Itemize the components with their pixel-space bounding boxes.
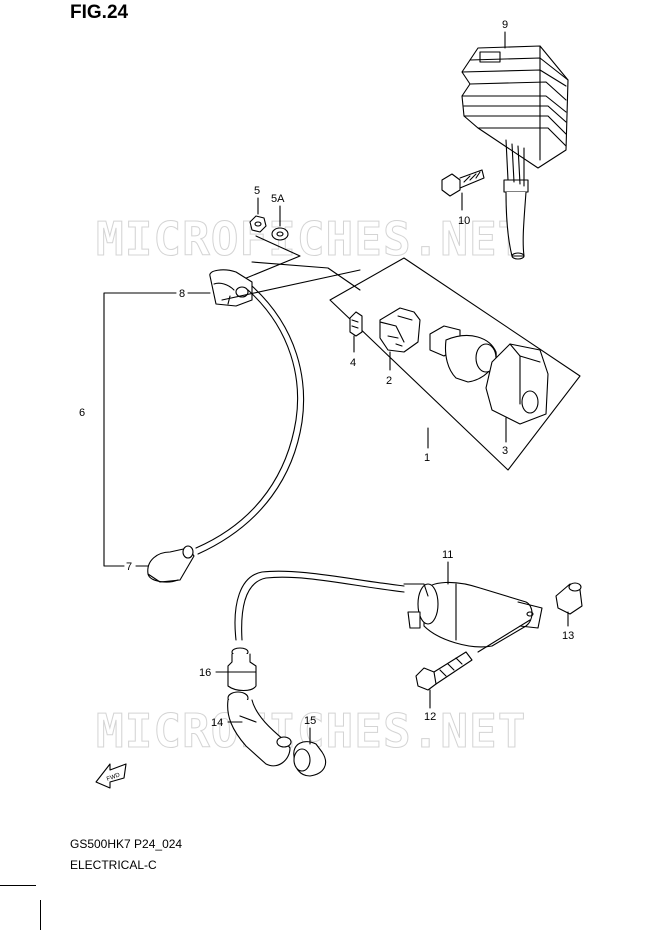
assembly-line-8 [221,269,361,301]
footer-code: GS500HK7 P24_024 [70,837,183,851]
sleeve-13[interactable] [555,582,583,615]
callout-3: 3 [502,445,508,457]
spark-plug-cap-8[interactable] [209,269,253,307]
fwd-label: FWD [106,772,122,783]
callout-9: 9 [502,19,508,31]
callout-13: 13 [562,630,574,642]
bolt-10[interactable] [441,169,485,197]
assembly-line-5 [221,235,301,289]
callout-5a: 5A [271,193,285,205]
footer-section: ELECTRICAL-C [70,858,157,872]
figure-title: FIG.24 [70,2,129,23]
terminal-4[interactable] [349,311,363,337]
bolt-12[interactable] [415,651,473,691]
callout-12: 12 [424,711,436,723]
bracket-6 [103,292,177,567]
callout-7: 7 [126,561,132,573]
assembly-line-box [251,261,361,291]
callout-11: 11 [442,549,453,561]
ignitor-unit[interactable] [429,325,497,383]
callout-labels: 9 10 5 5A 8 6 7 4 2 1 3 11 13 12 16 14 1… [79,19,574,729]
callout-4: 4 [350,357,356,369]
callout-6: 6 [79,407,85,419]
regulator-rectifier[interactable] [461,45,569,260]
callout-8: 8 [179,288,185,300]
nut-5[interactable] [249,215,267,233]
fwd-arrow-icon: FWD [95,763,127,789]
callout-16: 16 [199,667,211,679]
plug-cap-14[interactable] [227,691,292,767]
corner-mark [0,885,36,886]
seal-15[interactable] [293,741,327,777]
callout-1: 1 [424,452,430,464]
watermark-top: MICROFICHES.NET [95,212,527,267]
coil-lead[interactable] [234,570,405,641]
callout-5: 5 [254,185,260,197]
cap-7[interactable] [147,545,195,583]
assembly-line-13 [477,619,531,653]
ignitor-box-outline [329,257,581,471]
high-tension-cord[interactable] [195,289,299,549]
washer-5a[interactable] [271,227,289,241]
callout-2: 2 [386,375,392,387]
callout-14: 14 [211,717,223,729]
ignition-coil-11[interactable] [403,581,543,648]
callout-15: 15 [304,715,316,727]
cover-3[interactable] [485,343,549,425]
coupler-2[interactable] [379,307,421,353]
edge-mark [40,900,41,930]
callout-10: 10 [458,215,470,227]
boot-16[interactable] [227,647,257,692]
